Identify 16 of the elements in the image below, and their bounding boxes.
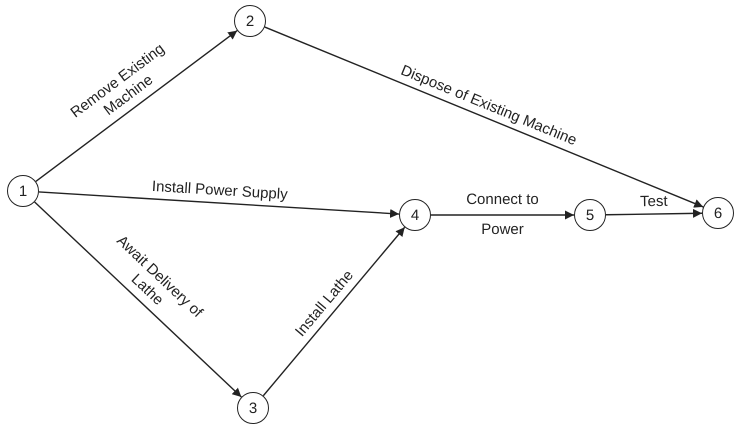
event-circle: 1 — [7, 175, 39, 207]
edge-label: Install Power Supply — [150, 176, 290, 206]
arrow — [264, 26, 704, 208]
event-circle: 6 — [702, 197, 734, 229]
arrow — [34, 201, 242, 398]
event-circle: 3 — [237, 392, 269, 424]
event-circle: 4 — [399, 199, 431, 231]
event-circle: 2 — [234, 5, 266, 37]
arrow — [606, 208, 702, 218]
arrow — [38, 191, 400, 218]
arrow — [431, 210, 574, 220]
edge-label: Test — [638, 192, 669, 212]
arrow — [262, 226, 406, 396]
arrow — [35, 30, 238, 182]
event-circle: 5 — [574, 199, 606, 231]
edge-label: Connect to Power — [465, 190, 540, 240]
